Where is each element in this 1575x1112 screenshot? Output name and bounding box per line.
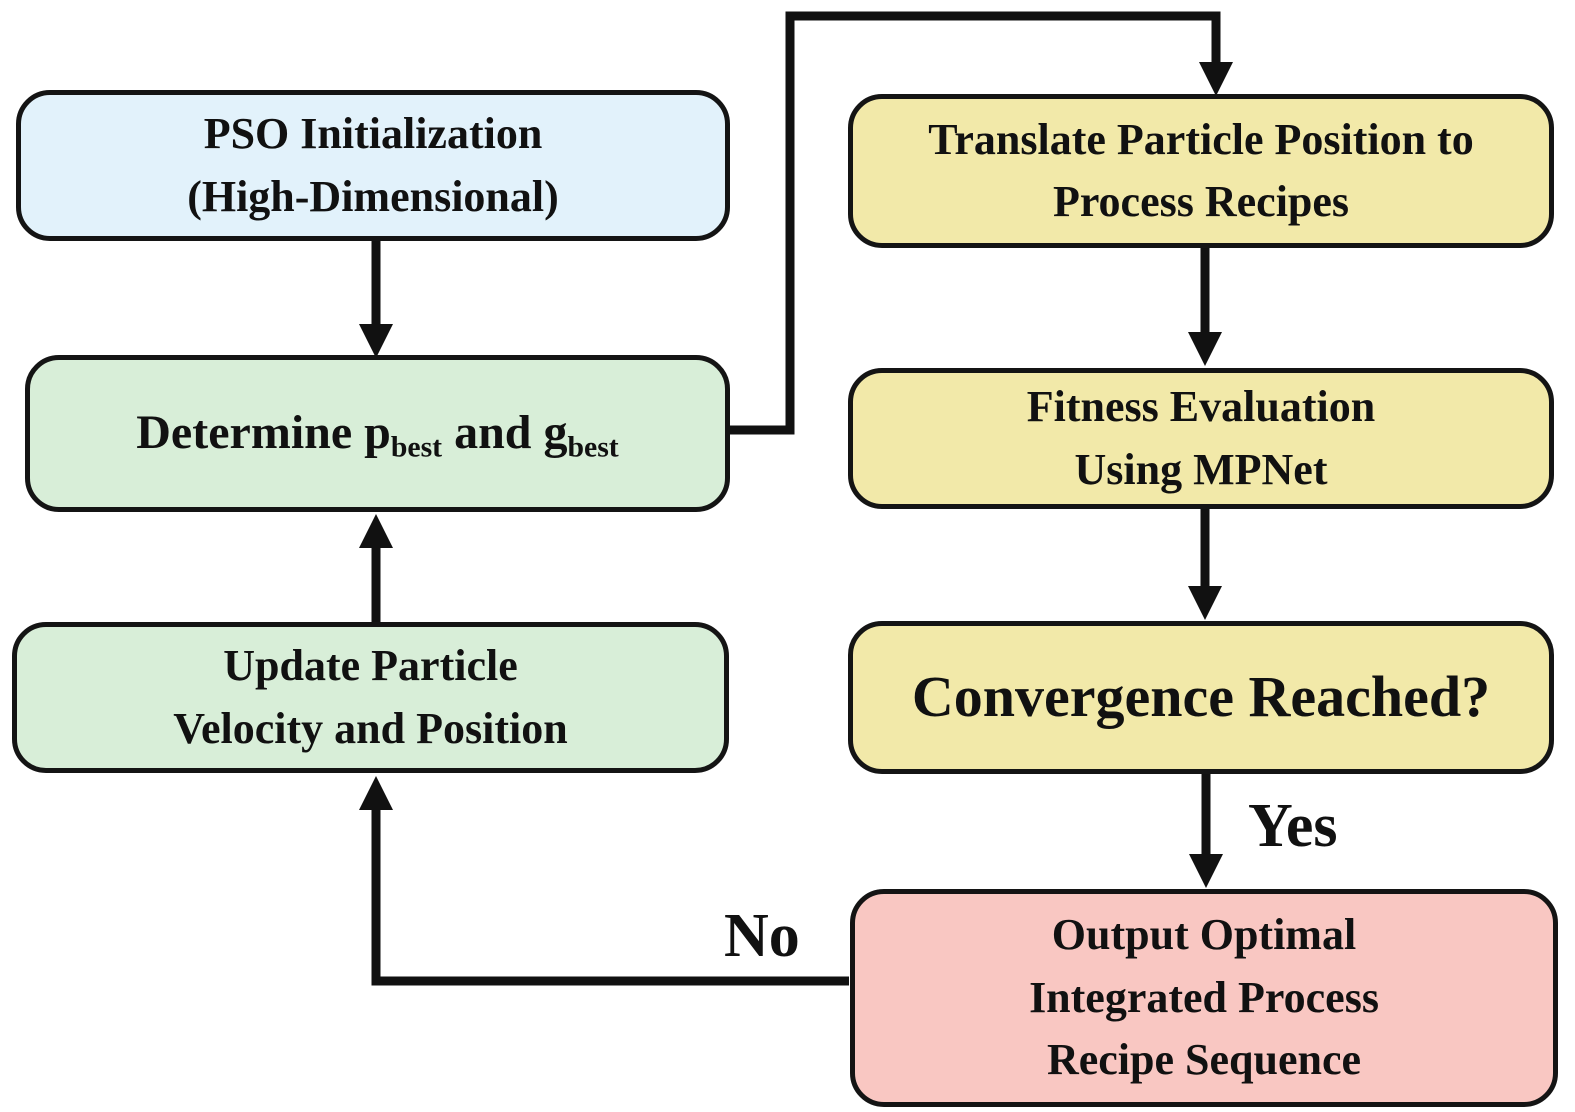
node-label-line: Recipe Sequence (1046, 1035, 1362, 1085)
arrow-fitness-to-convergence (1188, 508, 1222, 620)
node-convergence-check: Convergence Reached? (848, 621, 1554, 774)
edge-label-yes: Yes (1248, 792, 1338, 860)
node-update-particle: Update Particle Velocity and Position (12, 622, 729, 773)
subscript-best: best (567, 430, 619, 464)
node-label-line: Integrated Process (1029, 972, 1379, 1022)
node-output-recipe: Output Optimal Integrated Process Recipe… (850, 889, 1558, 1107)
node-translate-position: Translate Particle Position to Process R… (848, 94, 1554, 248)
node-determine-best: Determine pbest and gbest (25, 355, 730, 512)
node-fitness-evaluation: Fitness Evaluation Using MPNet (848, 368, 1554, 509)
node-label-line: Fitness Evaluation (1026, 382, 1376, 432)
node-pso-initialization: PSO Initialization (High-Dimensional) (16, 90, 730, 241)
arrow-determine-to-translate (728, 11, 1233, 435)
node-label-line: Translate Particle Position to (928, 114, 1474, 164)
arrow-translate-to-fitness (1188, 247, 1222, 366)
node-label-line: Determine pbest and gbest (136, 405, 619, 464)
node-label-line: Update Particle (223, 641, 518, 691)
node-label-line: Velocity and Position (173, 703, 568, 753)
edge-label-no: No (724, 902, 800, 970)
node-label-line: Output Optimal (1051, 910, 1357, 960)
arrow-init-to-determine (359, 240, 393, 358)
node-label-line: Process Recipes (1052, 177, 1350, 226)
subscript-best: best (390, 430, 443, 464)
node-label-line: (High-Dimensional) (187, 171, 559, 221)
node-label-line: PSO Initialization (203, 109, 543, 159)
node-label-line: Convergence Reached? (911, 664, 1491, 730)
arrow-no-loop-to-update (359, 776, 849, 986)
node-label-line: Using MPNet (1074, 444, 1328, 494)
arrow-convergence-to-output (1189, 773, 1223, 888)
arrow-update-to-determine (359, 514, 393, 622)
